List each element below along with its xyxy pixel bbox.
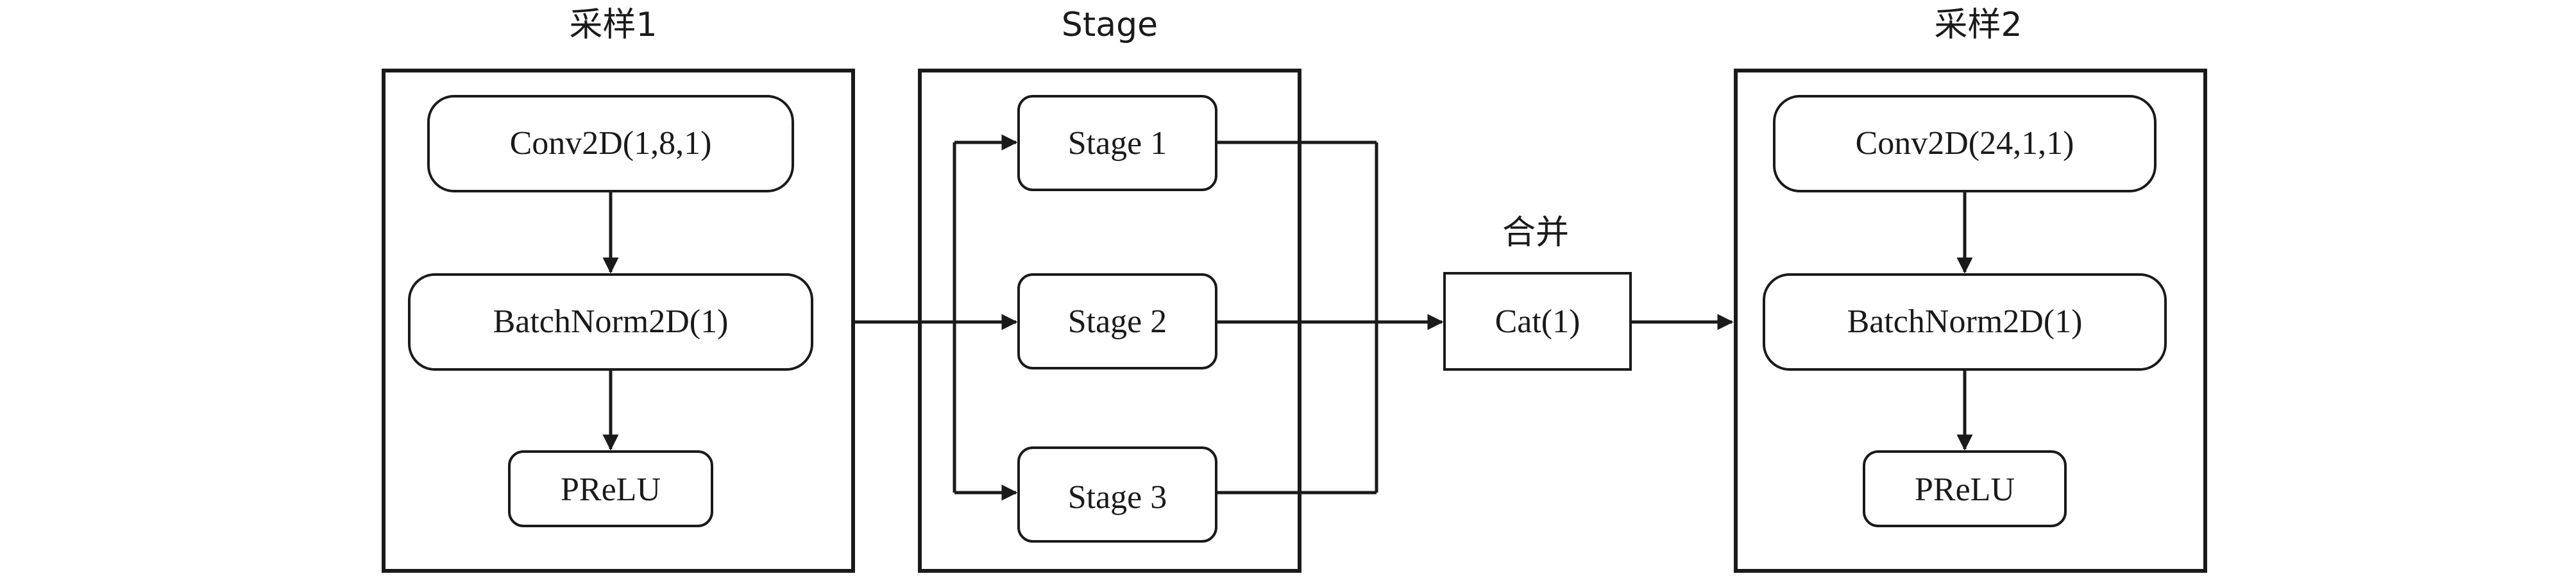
sample1-prelu-label: PReLU [561,471,661,508]
cat-node [1443,272,1632,371]
stage3-node [1017,446,1217,543]
sample2-prelu-label: PReLU [1915,471,2015,508]
stage2-label: Stage 2 [1068,303,1167,340]
stage-title: Stage [1062,6,1158,44]
sample1-conv-label: Conv2D(1,8,1) [510,125,712,162]
sample1-bn-label: BatchNorm2D(1) [493,303,729,340]
sample1-title: 采样1 [569,6,657,44]
merge-title: 合并 [1502,214,1569,252]
sample2-prelu-node [1863,450,2067,527]
stage1-label: Stage 1 [1068,125,1167,162]
sample2-title: 采样2 [1934,6,2022,44]
stage3-label: Stage 3 [1068,479,1167,516]
cat-label: Cat(1) [1495,303,1580,340]
sample1-prelu-node [508,450,713,527]
sample2-bn-label: BatchNorm2D(1) [1847,303,2083,340]
sample2-conv-label: Conv2D(24,1,1) [1856,125,2074,162]
